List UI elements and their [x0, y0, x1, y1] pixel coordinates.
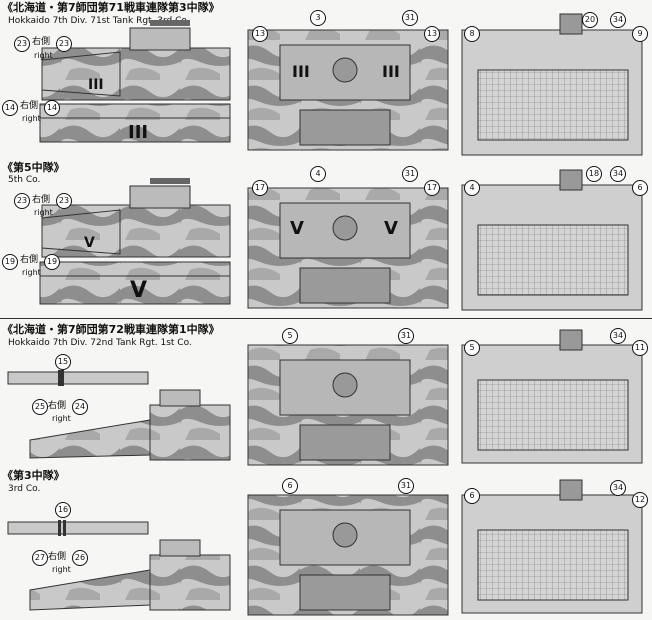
marking-v-side-turret: V	[84, 235, 95, 251]
front-view-r4	[247, 494, 449, 616]
marking-v-front-right: V	[384, 218, 398, 239]
side-label-r1a-jp: 右側	[32, 37, 51, 47]
section-title-1-jp: 《北海道・第7師団第71戦車連隊第3中隊》	[2, 1, 220, 14]
side-label-r2a-en: right	[34, 208, 53, 217]
callout: 34	[610, 12, 626, 28]
marking-v-side-hull: V	[130, 278, 148, 303]
side-label-r2b-jp: 右側	[20, 255, 39, 265]
callout: 31	[398, 478, 414, 494]
callout: 34	[610, 166, 626, 182]
callout: 13	[252, 26, 268, 42]
rear-view-r2	[461, 169, 643, 311]
section-title-2-jp: 《第5中隊》	[2, 161, 65, 174]
callout: 4	[310, 166, 326, 182]
rear-view-r4	[461, 479, 643, 614]
callout: 31	[402, 166, 418, 182]
side-view-r4	[7, 520, 231, 611]
callout: 34	[610, 480, 626, 496]
callout: 6	[282, 478, 298, 494]
front-view-r2	[247, 187, 449, 309]
callout: 23	[56, 193, 72, 209]
section-title-4-jp: 《第3中隊》	[2, 469, 65, 482]
section-divider	[0, 318, 652, 319]
callout: 31	[402, 10, 418, 26]
callout: 25	[32, 399, 48, 415]
marking-iii-side-turret: III	[88, 77, 104, 93]
callout: 9	[632, 26, 648, 42]
side-label-r1b-jp: 右側	[20, 101, 39, 111]
callout: 18	[586, 166, 602, 182]
side-view-r1	[39, 20, 231, 143]
callout: 14	[2, 100, 18, 116]
callout: 19	[2, 254, 18, 270]
marking-iii-front-right: III	[382, 62, 400, 81]
side-label-r3-jp: 右側	[48, 401, 67, 411]
front-view-r3	[247, 344, 449, 466]
callout: 3	[310, 10, 326, 26]
side-label-r2a-jp: 右側	[32, 195, 51, 205]
side-label-r2b-en: right	[22, 268, 41, 277]
callout: 5	[282, 328, 298, 344]
side-label-r3-en: right	[52, 414, 71, 423]
callout: 34	[610, 328, 626, 344]
callout: 17	[252, 180, 268, 196]
marking-iii-front-left: III	[292, 62, 310, 81]
callout: 12	[632, 492, 648, 508]
front-view-r1	[247, 29, 449, 151]
section-title-2-en: 5th Co.	[8, 175, 41, 185]
side-label-r4-jp: 右側	[48, 552, 67, 562]
callout: 14	[44, 100, 60, 116]
callout: 4	[464, 180, 480, 196]
callout: 23	[14, 36, 30, 52]
section-title-3-jp: 《北海道・第7師団第72戦車連隊第1中隊》	[2, 323, 220, 336]
callout: 6	[464, 488, 480, 504]
callout: 20	[582, 12, 598, 28]
callout: 6	[632, 180, 648, 196]
side-label-r1a-en: right	[34, 51, 53, 60]
side-label-r1b-en: right	[22, 114, 41, 123]
rear-view-r1	[461, 13, 643, 156]
side-view-r3	[7, 370, 231, 461]
callout: 23	[14, 193, 30, 209]
rear-view-r3	[461, 329, 643, 464]
section-title-3-en: Hokkaido 7th Div. 72nd Tank Rgt. 1st Co.	[8, 338, 192, 348]
callout: 15	[55, 354, 71, 370]
callout: 13	[424, 26, 440, 42]
callout: 24	[72, 399, 88, 415]
callout: 8	[464, 26, 480, 42]
callout: 19	[44, 254, 60, 270]
callout: 17	[424, 180, 440, 196]
callout: 31	[398, 328, 414, 344]
callout: 27	[32, 550, 48, 566]
callout: 23	[56, 36, 72, 52]
section-title-4-en: 3rd Co.	[8, 484, 41, 494]
side-label-r4-en: right	[52, 565, 71, 574]
marking-v-front-left: V	[290, 218, 304, 239]
marking-iii-side-hull: III	[128, 122, 149, 143]
callout: 5	[464, 340, 480, 356]
section-title-1-en: Hokkaido 7th Div. 71st Tank Rgt. 3rd Co.	[8, 16, 190, 26]
callout: 11	[632, 340, 648, 356]
side-view-r2	[39, 178, 231, 305]
callout: 26	[72, 550, 88, 566]
callout: 16	[55, 502, 71, 518]
